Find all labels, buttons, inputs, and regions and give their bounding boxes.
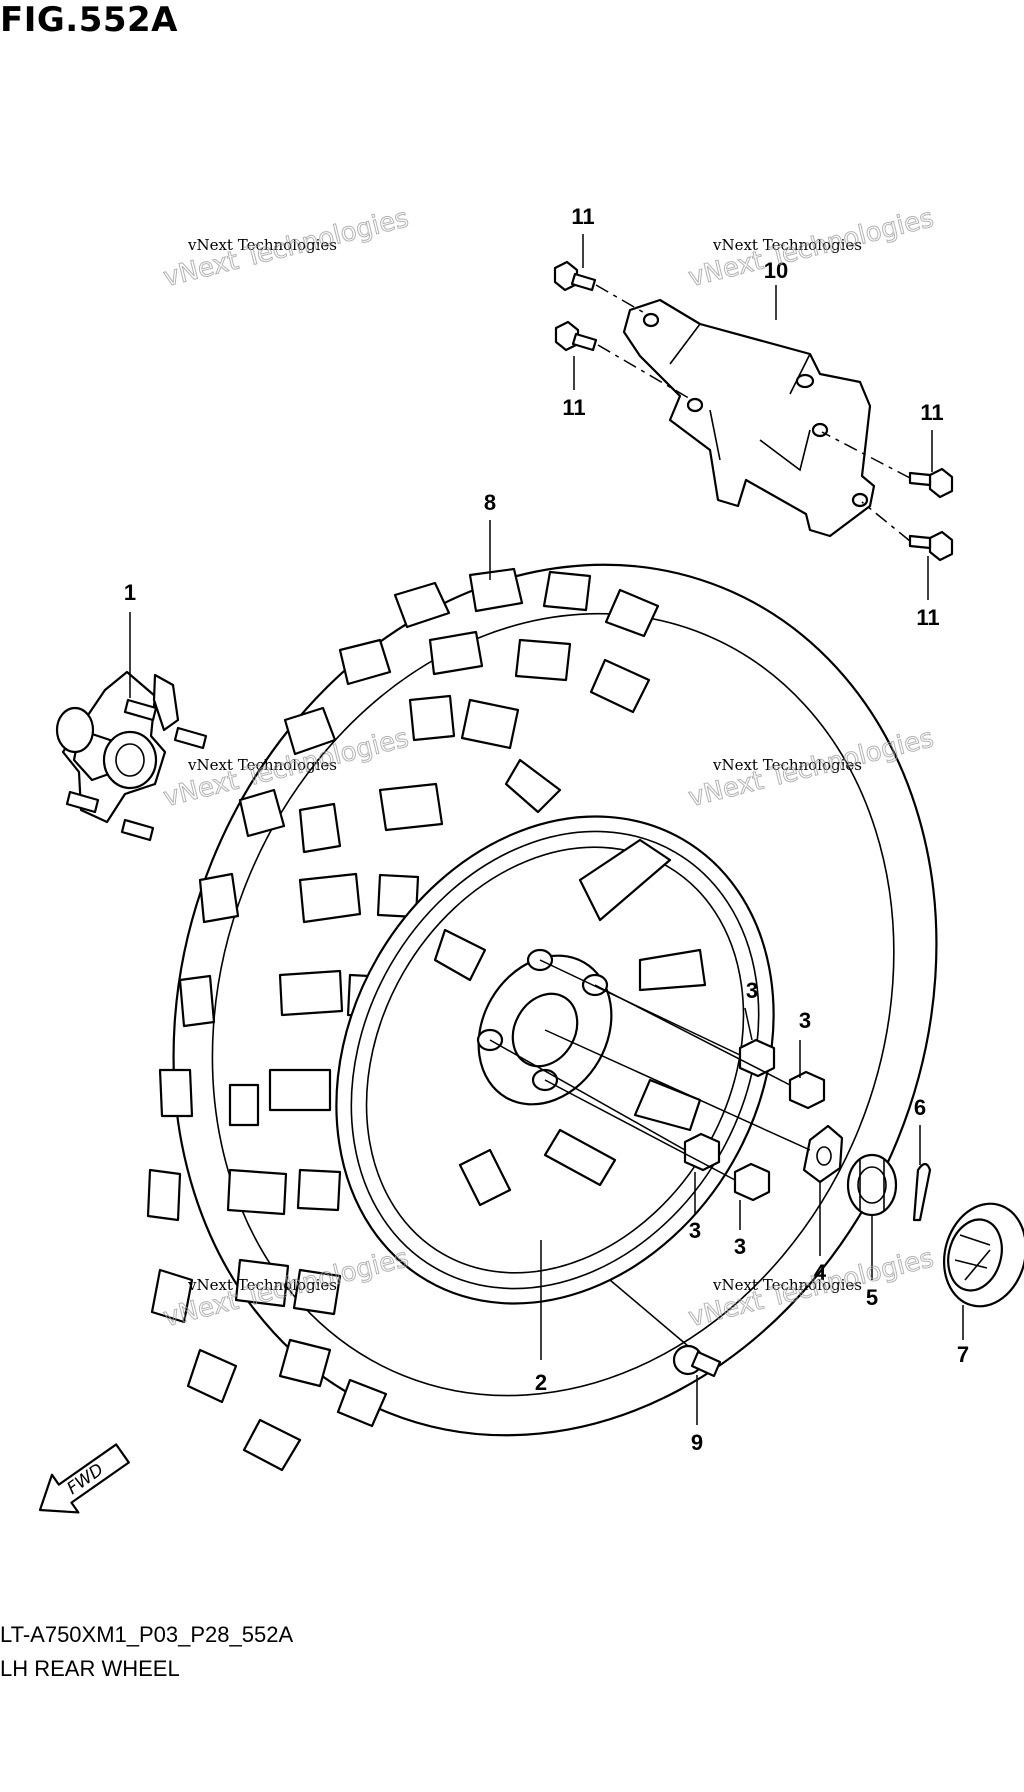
callout-4: 4 xyxy=(814,1260,827,1285)
callout-numbers: 1 2 3 3 3 3 4 5 6 7 8 9 10 11 11 11 11 xyxy=(124,204,969,1455)
assembly-lines xyxy=(489,284,911,1181)
leader-lines xyxy=(129,234,964,1425)
callout-2: 2 xyxy=(535,1370,547,1395)
mounting-bracket xyxy=(622,298,876,538)
lock-washer xyxy=(802,1124,844,1184)
callout-6: 6 xyxy=(914,1095,926,1120)
callout-11b: 11 xyxy=(562,395,585,420)
rim-spokes xyxy=(433,838,707,1207)
callout-5: 5 xyxy=(866,1285,878,1310)
hub-cap xyxy=(942,1202,1024,1308)
wheel-hub xyxy=(55,670,208,842)
tire-tread-blocks xyxy=(146,567,660,1472)
fwd-arrow-icon: FWD xyxy=(38,1443,130,1514)
callout-10: 10 xyxy=(764,258,788,283)
callout-3c: 3 xyxy=(689,1218,701,1243)
svg-text:vNext Technologies: vNext Technologies xyxy=(187,1276,337,1294)
callout-11c: 11 xyxy=(920,400,943,425)
cotter-pin xyxy=(912,1162,932,1222)
svg-text:vNext Technologies: vNext Technologies xyxy=(187,236,337,254)
figure-code: LT-A750XM1_P03_P28_552A xyxy=(0,1622,294,1647)
svg-text:vNext Technologies: vNext Technologies xyxy=(712,236,862,254)
svg-text:vNext Technologies: vNext Technologies xyxy=(712,756,862,774)
castle-nut xyxy=(846,1153,898,1217)
figure-name: LH REAR WHEEL xyxy=(0,1656,180,1681)
hub-studs xyxy=(65,698,208,842)
svg-text:vNext Technologies: vNext Technologies xyxy=(712,1276,862,1294)
callout-1: 1 xyxy=(124,580,136,605)
wheel-nuts xyxy=(683,1038,826,1202)
bolts xyxy=(553,260,954,562)
callout-11a: 11 xyxy=(571,204,594,229)
callout-3d: 3 xyxy=(734,1234,746,1259)
tire-valve xyxy=(672,1344,722,1378)
callout-7: 7 xyxy=(957,1342,969,1367)
callout-3a: 3 xyxy=(746,978,758,1003)
callout-9: 9 xyxy=(691,1430,703,1455)
callout-8: 8 xyxy=(484,490,496,515)
figure-title: FIG.552A xyxy=(0,0,178,40)
svg-text:vNext Technologies: vNext Technologies xyxy=(187,756,337,774)
callout-11d: 11 xyxy=(916,605,939,630)
tire xyxy=(146,563,938,1472)
callout-3b: 3 xyxy=(799,1008,811,1033)
